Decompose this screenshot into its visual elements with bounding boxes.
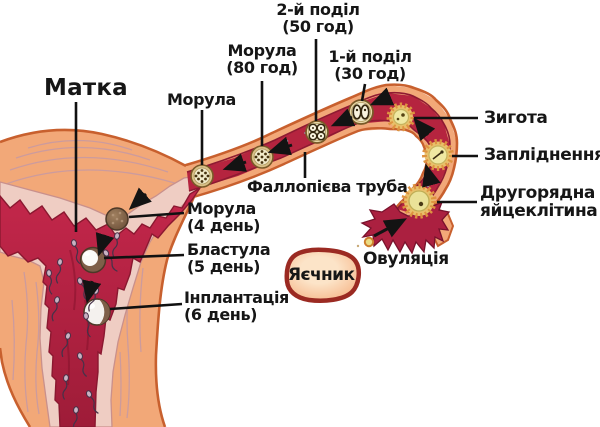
ovulated-egg bbox=[356, 236, 375, 248]
ovary-shape bbox=[284, 247, 362, 303]
label-fallopian-tube: Фаллопієва труба bbox=[247, 177, 408, 196]
label-morula-tube: Морула bbox=[167, 90, 236, 109]
direction-arrows bbox=[82, 87, 441, 304]
four-cell-stage bbox=[305, 120, 329, 144]
division-1st-leader bbox=[360, 83, 367, 102]
zygote-cell bbox=[386, 102, 416, 132]
label-morula-80h: Морула (80 год) bbox=[226, 41, 298, 77]
label-blastula: Бластула (5 день) bbox=[187, 240, 271, 276]
label-ovary: Яєчник bbox=[288, 265, 355, 285]
blastula-leader bbox=[103, 253, 185, 260]
secondary-oocyte-cell bbox=[401, 183, 437, 219]
ovulation-arrow bbox=[373, 218, 408, 238]
morula-day4-leader bbox=[128, 211, 185, 219]
two-cell-stage bbox=[348, 99, 374, 125]
label-division-2nd: 2-й поділ (50 год) bbox=[276, 0, 360, 36]
morula-80h-cell bbox=[250, 145, 274, 169]
morula-day4-cell bbox=[105, 207, 129, 231]
label-morula-day4: Морула (4 день) bbox=[187, 199, 261, 235]
morula-tube-cell bbox=[190, 164, 214, 188]
label-uterus: Матка bbox=[44, 75, 128, 101]
label-implantation: Інплантація (6 день) bbox=[184, 288, 289, 324]
uterus-wall-texture bbox=[5, 139, 179, 419]
label-division-1st: 1-й поділ (30 год) bbox=[328, 47, 412, 83]
fertilization-cell bbox=[422, 139, 454, 171]
implantation-leader bbox=[109, 302, 183, 311]
implantation-cell bbox=[83, 298, 111, 326]
label-fertilization: Запліднення bbox=[484, 145, 600, 165]
label-zygote: Зигота bbox=[484, 108, 548, 128]
blastula-cell bbox=[79, 246, 107, 274]
leader-lines bbox=[74, 39, 478, 311]
label-ovulation: Овуляція bbox=[363, 249, 449, 269]
label-secondary-oocyte: Другорядна яйцеклітина bbox=[480, 183, 598, 221]
